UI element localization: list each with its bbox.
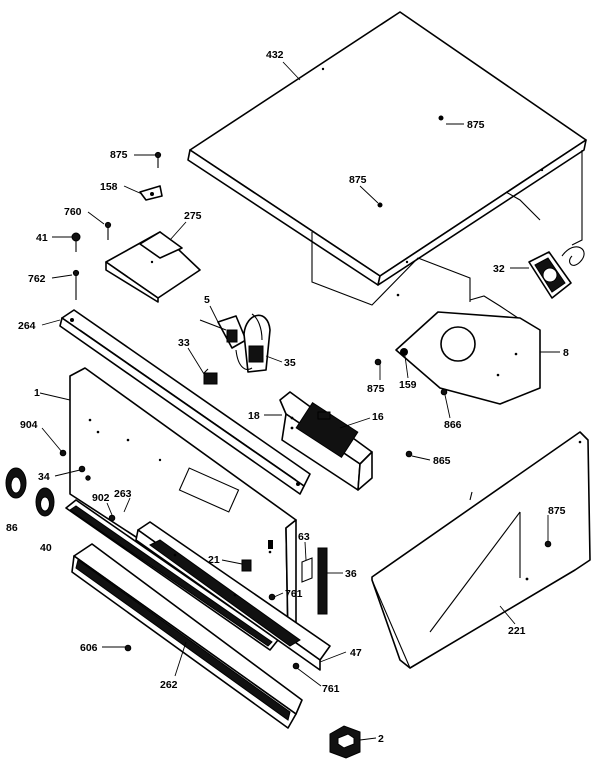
label-35: 35 xyxy=(284,357,296,369)
control-panel-part xyxy=(69,367,297,637)
leader-lines xyxy=(39,61,560,741)
label-264: 264 xyxy=(18,320,36,332)
label-32: 32 xyxy=(493,263,505,275)
label-875-top-right: 875 xyxy=(467,119,485,131)
label-158: 158 xyxy=(100,181,118,193)
side-panel-part xyxy=(371,431,591,669)
bracket-2-part xyxy=(329,725,361,759)
label-63: 63 xyxy=(298,531,310,543)
label-875-cover: 875 xyxy=(349,174,367,186)
label-41: 41 xyxy=(36,232,48,244)
rear-housing-part xyxy=(311,191,541,319)
light-switch-21-part xyxy=(241,559,252,572)
label-432: 432 xyxy=(266,49,284,61)
label-8: 8 xyxy=(563,347,569,359)
fan-assembly-part xyxy=(528,246,585,299)
label-5: 5 xyxy=(204,294,210,306)
label-875-bracket: 875 xyxy=(367,383,385,395)
timer-motor-part xyxy=(199,313,271,373)
top-cover-part xyxy=(187,11,587,286)
label-606: 606 xyxy=(80,642,98,654)
label-866: 866 xyxy=(444,419,462,431)
mounting-bracket-part xyxy=(105,231,201,303)
label-40: 40 xyxy=(40,542,52,554)
label-761-lower: 761 xyxy=(322,683,340,695)
label-33: 33 xyxy=(178,337,190,349)
bracket-158-part xyxy=(139,185,163,201)
upper-trim-strip-part xyxy=(59,309,311,495)
rear-bracket-panel-part xyxy=(395,311,541,405)
label-761-upper: 761 xyxy=(285,588,303,600)
label-221: 221 xyxy=(508,625,526,637)
front-panel-47-part xyxy=(135,521,331,671)
label-875-top-left: 875 xyxy=(110,149,128,161)
label-16: 16 xyxy=(372,411,384,423)
label-159: 159 xyxy=(399,379,417,391)
label-1: 1 xyxy=(34,387,40,399)
label-902: 902 xyxy=(92,492,110,504)
label-2: 2 xyxy=(378,733,384,745)
label-36: 36 xyxy=(345,568,357,580)
screws xyxy=(59,151,552,670)
clock-module-part xyxy=(279,391,373,491)
part-labels: 432 875 875 875 158 275 760 41 762 264 5… xyxy=(6,49,569,745)
label-865: 865 xyxy=(433,455,451,467)
vent-grille-part xyxy=(71,543,303,729)
label-263: 263 xyxy=(114,488,132,500)
rod-36-part xyxy=(317,547,328,615)
label-275: 275 xyxy=(184,210,202,222)
relay-part xyxy=(203,368,218,385)
label-21: 21 xyxy=(208,554,220,566)
knob-40-part xyxy=(35,487,55,517)
label-86: 86 xyxy=(6,522,18,534)
clip-63-part xyxy=(301,557,313,583)
label-760: 760 xyxy=(64,206,82,218)
label-762: 762 xyxy=(28,273,46,285)
label-904: 904 xyxy=(20,419,38,431)
label-262: 262 xyxy=(160,679,178,691)
label-47: 47 xyxy=(350,647,362,659)
label-34: 34 xyxy=(38,471,50,483)
label-18: 18 xyxy=(248,410,260,422)
label-875-side: 875 xyxy=(548,505,566,517)
knob-86-part xyxy=(5,467,27,499)
